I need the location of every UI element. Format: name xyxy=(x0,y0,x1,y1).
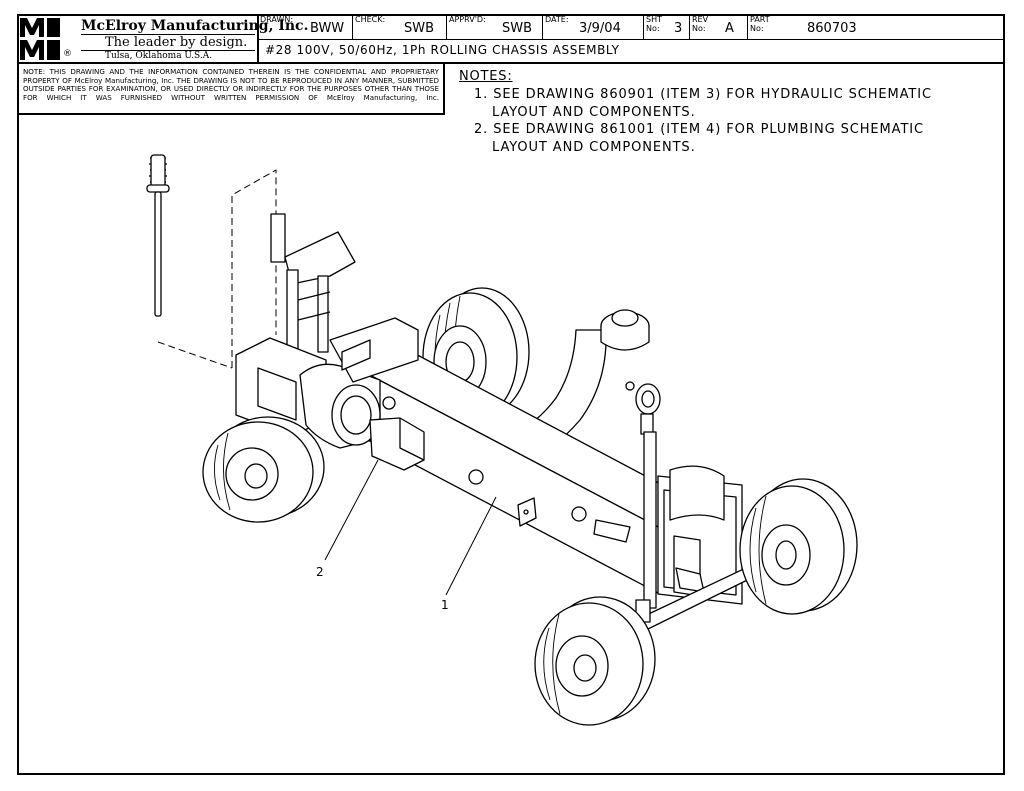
note-1-line-1: 1. SEE DRAWING 860901 (ITEM 3) FOR HYDRA… xyxy=(474,87,932,102)
motor-assembly xyxy=(235,317,425,471)
part-label-no: No: xyxy=(750,24,764,33)
divider xyxy=(689,14,690,39)
company-tagline: The leader by design. xyxy=(105,35,248,50)
tow-frame xyxy=(593,383,743,609)
divider xyxy=(81,50,255,51)
drawing-border xyxy=(17,14,1005,775)
leader-line xyxy=(324,459,379,561)
explode-line xyxy=(157,169,277,369)
approved-value: SWB xyxy=(502,21,533,36)
stand-bracket xyxy=(270,213,356,361)
wheel-front-left xyxy=(202,416,325,523)
date-value: 3/9/04 xyxy=(579,21,621,36)
check-value: SWB xyxy=(404,21,435,36)
company-name: McElroy Manufacturing, Inc. xyxy=(81,18,309,34)
drawn-label: DRAWN: xyxy=(260,15,294,24)
callout-1: 1 xyxy=(441,598,449,612)
divider xyxy=(257,14,259,62)
note-2-line-2: LAYOUT AND COMPONENTS. xyxy=(492,140,696,155)
callout-2: 2 xyxy=(316,565,324,579)
divider xyxy=(747,14,748,39)
registered-mark: ® xyxy=(63,49,72,59)
drawn-value: BWW xyxy=(310,21,345,36)
rev-label-no: No: xyxy=(692,24,706,33)
divider xyxy=(81,34,255,35)
mmi-logo xyxy=(19,16,62,62)
divider xyxy=(542,14,543,39)
confidential-notice: NOTE: THIS DRAWING AND THE INFORMATION C… xyxy=(17,64,445,115)
part-value: 860703 xyxy=(807,21,857,36)
note-1-line-2: LAYOUT AND COMPONENTS. xyxy=(492,105,696,120)
sheet-value: 3 xyxy=(674,21,683,36)
drawing-title: #28 100V, 50/60Hz, 1Ph ROLLING CHASSIS A… xyxy=(265,43,620,57)
approved-label: APPRV'D: xyxy=(449,15,486,24)
company-location: Tulsa, Oklahoma U.S.A. xyxy=(105,51,213,61)
confidential-text: NOTE: THIS DRAWING AND THE INFORMATION C… xyxy=(23,67,439,103)
divider xyxy=(352,14,353,39)
note-2-line-1: 2. SEE DRAWING 861001 (ITEM 4) FOR PLUMB… xyxy=(474,122,925,137)
sheet-label: SHT xyxy=(646,15,662,24)
rev-value: A xyxy=(725,21,734,36)
divider xyxy=(446,14,447,39)
wheel-rear-left xyxy=(534,596,656,726)
wheel-front-right xyxy=(739,478,858,615)
sheet-label-no: No: xyxy=(646,24,660,33)
title-block: ® McElroy Manufacturing, Inc. The leader… xyxy=(17,14,1005,64)
notes-heading: NOTES: xyxy=(459,69,513,84)
divider xyxy=(643,14,644,39)
rev-label: REV xyxy=(692,15,709,24)
check-label: CHECK: xyxy=(355,15,386,24)
leader-line xyxy=(445,496,497,596)
date-label: DATE: xyxy=(545,15,569,24)
stand-pin xyxy=(146,154,170,317)
part-label: PART xyxy=(750,15,770,24)
divider xyxy=(257,39,1003,40)
